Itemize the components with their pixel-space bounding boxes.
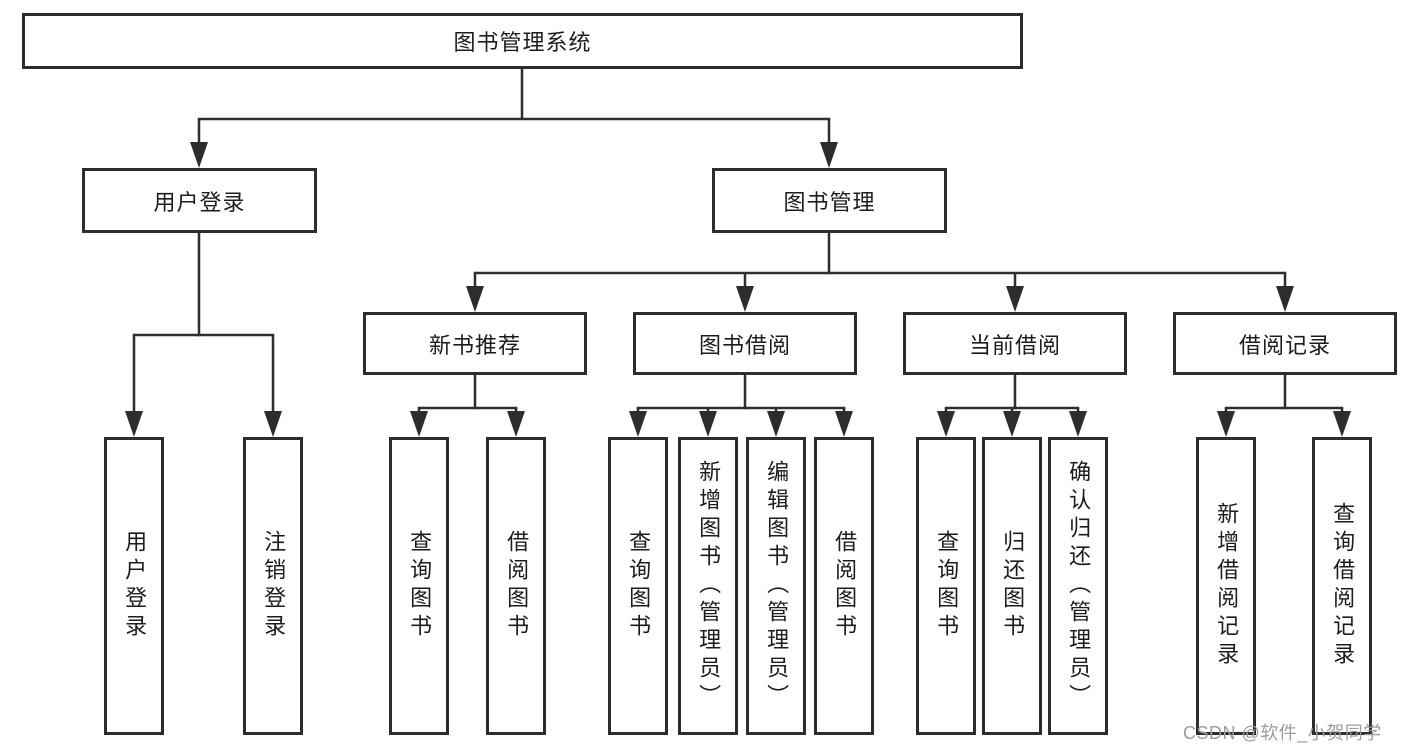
node-new-book-recommend: 新书推荐 — [363, 312, 587, 375]
leaf-label: 查询图书 — [407, 530, 433, 642]
leaf-label: 新增图书（管理员） — [696, 460, 722, 712]
node-borrow-record: 借阅记录 — [1173, 312, 1397, 375]
node-book-borrow-label: 图书借阅 — [698, 332, 791, 358]
leaf-query-borrow-record: 查询借阅记录 — [1312, 437, 1372, 735]
node-book-management: 图书管理 — [712, 168, 947, 233]
leaf-label: 查询图书 — [626, 530, 652, 642]
leaf-edit-books-admin: 编辑图书（管理员） — [746, 437, 806, 735]
leaf-label: 用户登录 — [122, 530, 148, 642]
leaf-label: 借阅图书 — [832, 530, 858, 642]
node-root-label: 图书管理系统 — [453, 30, 592, 55]
leaf-query-books-current: 查询图书 — [916, 437, 976, 735]
leaf-logout: 注销登录 — [243, 437, 303, 735]
leaf-label: 查询图书 — [934, 530, 960, 642]
leaf-label: 新增借阅记录 — [1214, 502, 1240, 670]
leaf-label: 借阅图书 — [504, 530, 530, 642]
node-current-borrow-label: 当前借阅 — [968, 332, 1061, 358]
leaf-label: 归还图书 — [1000, 530, 1026, 642]
leaf-add-borrow-record: 新增借阅记录 — [1196, 437, 1256, 735]
leaf-return-books: 归还图书 — [982, 437, 1042, 735]
watermark: CSDN @软件_小贺同学 — [1183, 723, 1382, 743]
leaf-borrow-books: 借阅图书 — [814, 437, 874, 735]
node-book-borrow: 图书借阅 — [633, 312, 857, 375]
leaf-label: 查询借阅记录 — [1330, 502, 1356, 670]
leaf-label: 注销登录 — [261, 530, 287, 642]
leaf-add-books-admin: 新增图书（管理员） — [678, 437, 738, 735]
leaf-query-books-recommend: 查询图书 — [389, 437, 449, 735]
node-new-book-recommend-label: 新书推荐 — [428, 332, 521, 358]
node-current-borrow: 当前借阅 — [903, 312, 1127, 375]
leaf-label: 确认归还（管理员） — [1066, 460, 1092, 712]
leaf-user-login: 用户登录 — [104, 437, 164, 735]
leaf-borrow-books-recommend: 借阅图书 — [486, 437, 546, 735]
node-user-login-label: 用户登录 — [153, 189, 246, 215]
node-book-management-label: 图书管理 — [783, 189, 876, 215]
node-root: 图书管理系统 — [22, 13, 1023, 69]
leaf-query-books-borrow: 查询图书 — [608, 437, 668, 735]
leaf-label: 编辑图书（管理员） — [764, 460, 790, 712]
node-borrow-record-label: 借阅记录 — [1238, 332, 1331, 358]
leaf-confirm-return-admin: 确认归还（管理员） — [1048, 437, 1108, 735]
node-user-login: 用户登录 — [82, 168, 317, 233]
